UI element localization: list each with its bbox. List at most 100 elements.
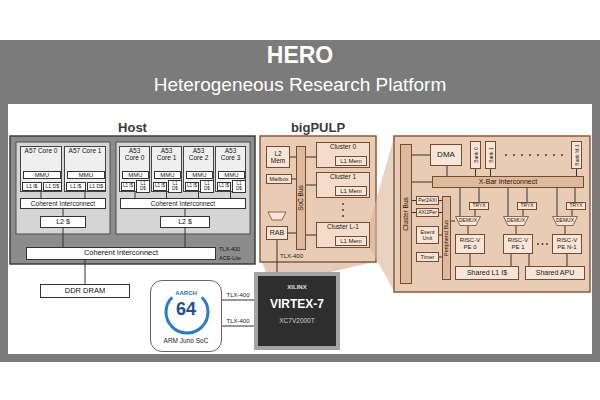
mmu-box: MMU <box>218 171 245 179</box>
connector <box>451 221 455 222</box>
node-label: RAB <box>270 229 284 237</box>
connector <box>439 212 442 213</box>
connector <box>575 188 576 202</box>
cache-box: L1 I$ <box>153 182 167 191</box>
demux-symbol: DEMUX <box>503 216 529 226</box>
node-label: Coherent Interconnect <box>151 200 215 207</box>
edge-label: TLX-400 <box>226 292 249 299</box>
mmu-box: MMU <box>23 171 61 179</box>
node-label: L1 Mem <box>340 158 362 165</box>
cache-box: L1 D$ <box>200 180 214 192</box>
host-fill <box>10 136 255 264</box>
accelerator-fill <box>260 136 376 262</box>
node-label: L1 Mem <box>340 188 362 195</box>
node-label: L1 I$ <box>219 184 229 189</box>
cpu-core: A53 Core 0MMUL1 I$L1 D$ <box>119 146 150 192</box>
bridge-box: AXI2Per <box>416 208 439 217</box>
memory-box: L2 Mem <box>266 146 290 168</box>
node-label: L1 D$ <box>234 182 244 192</box>
connector <box>557 188 558 216</box>
node-label: A57 Core 1 <box>66 148 104 155</box>
connector <box>475 210 476 216</box>
node-label: L2 Mem <box>268 150 288 164</box>
node-label: TRYX <box>472 203 485 209</box>
node-label: Shared APU <box>536 269 575 277</box>
diagram-title: HERO <box>0 43 600 68</box>
node-label: MMU <box>160 172 174 179</box>
peripheral-box: Timer <box>416 252 439 262</box>
connector <box>222 326 254 327</box>
memory-bank: Bank 1 <box>485 141 496 169</box>
tryx-box: TRYX <box>517 202 537 210</box>
connector <box>230 192 231 198</box>
demux-outline <box>504 217 529 226</box>
cache-box: L2 $ <box>160 216 210 228</box>
connector <box>470 254 471 266</box>
connector <box>439 235 442 236</box>
memory-bank: Bank 0 <box>470 141 481 169</box>
node-label: RISC-V PE 1 <box>505 237 531 250</box>
demux-symbol: DEMUX <box>455 216 481 226</box>
dot <box>542 243 544 245</box>
dot <box>537 243 539 245</box>
node-label: L2 $ <box>178 218 192 226</box>
connector <box>475 169 476 176</box>
node-label: DEMUX <box>507 218 525 224</box>
node-label: Mailbox <box>270 176 289 182</box>
cache-box: Shared L1 I$ <box>455 266 519 280</box>
tryx-box: TRYX <box>469 202 489 210</box>
connector <box>527 188 528 202</box>
node-label: L1 I$ <box>187 184 197 189</box>
connector <box>306 185 316 186</box>
connector <box>41 192 42 198</box>
node-label: L1 D$ <box>90 184 103 190</box>
node-label: L1 I$ <box>26 184 37 190</box>
connector <box>412 155 430 156</box>
demux-outline <box>456 217 481 226</box>
dot <box>505 154 507 156</box>
cache-box: L1 I$ <box>22 182 42 191</box>
memory-box: L1 Mem <box>335 156 367 166</box>
connector <box>523 210 524 216</box>
node-label: DEMUX <box>459 218 477 224</box>
node-label: MMU <box>35 172 49 179</box>
interconnect-bar: Coherent Interconnect <box>120 198 246 209</box>
connector <box>222 300 254 301</box>
connector <box>412 200 416 201</box>
connector <box>511 254 512 266</box>
cluster-box: Cluster L-1L1 Mem <box>316 222 370 248</box>
node-label: bigPULP <box>230 121 406 135</box>
cache-box: L1 D$ <box>43 182 63 191</box>
accelerator-box: bigPULPL2 MemMailboxSoC BusCluster 0L1 M… <box>260 136 376 262</box>
node-label: A53 Core 0 <box>121 148 148 162</box>
interconnect-bar: Coherent Interconnect <box>20 198 106 209</box>
node-label: VIRTEX-7 <box>258 298 336 310</box>
fpga-chip: XILINXVIRTEX-7XC7V2000T <box>254 272 340 350</box>
cache-box: L1 I$ <box>121 182 135 191</box>
dot <box>342 209 344 211</box>
cpu-core: A53 Core 1MMUL1 I$L1 D$ <box>151 146 182 192</box>
core-box: RISC-V PE 0 <box>455 234 485 254</box>
node-label: Shared L1 I$ <box>467 269 507 277</box>
cache-box: L1 D$ <box>136 180 150 192</box>
node-label: Cluster 1 <box>318 174 368 181</box>
node-label: Event Unit <box>418 229 437 241</box>
node-label: L1 D$ <box>202 182 212 192</box>
connector <box>567 254 568 266</box>
cpu-core: A53 Core 2MMUL1 I$L1 D$ <box>183 146 214 192</box>
dot <box>529 154 531 156</box>
cache-box: L1 D$ <box>87 182 107 191</box>
mmu-box: MMU <box>67 171 105 179</box>
connector <box>576 169 577 176</box>
dot <box>553 154 555 156</box>
dot <box>537 154 539 156</box>
peripheral-box: Event Unit <box>416 226 439 244</box>
connector <box>63 228 64 247</box>
node-label: TRYX <box>520 203 533 209</box>
dot <box>546 243 548 245</box>
demux-outline <box>553 217 578 226</box>
node-label: ARM Juno SoC <box>151 338 221 345</box>
node-label: Cluster 0 <box>318 144 368 151</box>
node-label: L1 D$ <box>170 182 180 192</box>
bus-bar: Peripheral Bus <box>442 196 451 280</box>
